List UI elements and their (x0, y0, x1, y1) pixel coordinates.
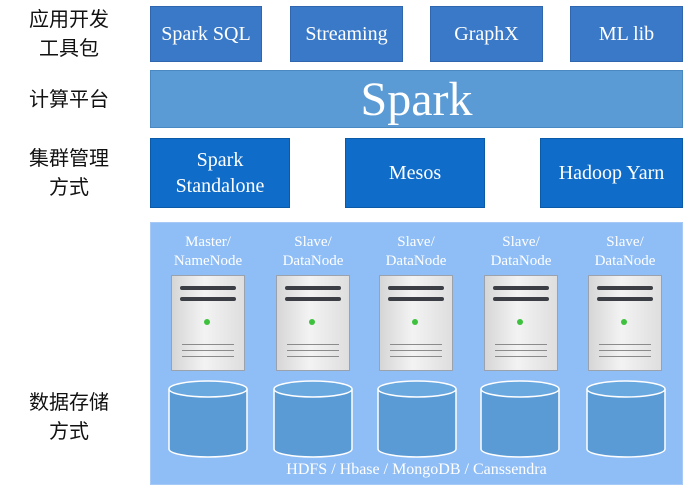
layer-label-compute-line1: 计算平台 (29, 87, 109, 111)
layer-label-storage: 数据存储 方式 (0, 388, 138, 446)
server-icon (276, 275, 350, 371)
database-cylinder-icon (376, 379, 458, 459)
node-label: Slave/ DataNode (376, 233, 456, 271)
node-role: Slave/ (397, 234, 435, 250)
server-icon (171, 275, 245, 371)
cluster-spark-standalone-line2: Standalone (175, 175, 265, 197)
cluster-hadoop-yarn-label: Hadoop Yarn (558, 162, 665, 184)
cluster-spark-standalone-line1: Spark (196, 149, 244, 171)
node-role: Slave/ (502, 234, 540, 250)
node-type: DataNode (490, 253, 552, 269)
layer-label-cluster-line2: 方式 (49, 175, 89, 199)
database-cylinder-icon (167, 379, 249, 459)
node-label: Slave/ DataNode (481, 233, 561, 271)
node-label: Slave/ DataNode (585, 233, 665, 271)
storage-caption: HDFS / Hbase / MongoDB / Canssendra (286, 461, 547, 478)
layer-label-app-dev-line2: 工具包 (39, 36, 99, 60)
layer-label-app-dev: 应用开发 工具包 (0, 5, 138, 63)
layer-label-compute: 计算平台 (0, 85, 138, 114)
node-master: Master/ NameNode (168, 233, 248, 371)
node-label: Slave/ DataNode (273, 233, 353, 271)
layer-label-cluster: 集群管理 方式 (0, 144, 138, 202)
app-tool-mllib: ML lib (570, 6, 683, 62)
layer-label-storage-line1: 数据存储 (29, 390, 109, 414)
node-slave: Slave/ DataNode (585, 233, 665, 371)
platform-spark: Spark (150, 70, 683, 128)
cluster-mesos-label: Mesos (388, 162, 442, 184)
node-role: Slave/ (606, 234, 644, 250)
node-slave: Slave/ DataNode (376, 233, 456, 371)
layer-label-storage-line2: 方式 (49, 419, 89, 443)
storage-panel: Master/ NameNode Slave/ DataNode Slave/ … (150, 222, 683, 485)
node-type: DataNode (594, 253, 656, 269)
server-icon (588, 275, 662, 371)
app-tool-streaming: Streaming (290, 6, 403, 62)
database-cylinder-icon (479, 379, 561, 459)
node-type: DataNode (385, 253, 447, 269)
app-tool-graphx: GraphX (430, 6, 543, 62)
node-type: NameNode (173, 253, 243, 269)
node-role: Slave/ (294, 234, 332, 250)
layer-label-cluster-line1: 集群管理 (29, 146, 109, 170)
node-slave: Slave/ DataNode (481, 233, 561, 371)
node-type: DataNode (282, 253, 344, 269)
app-tool-spark-sql: Spark SQL (150, 6, 262, 62)
node-role: Master/ (185, 234, 231, 250)
server-icon (484, 275, 558, 371)
node-slave: Slave/ DataNode (273, 233, 353, 371)
cluster-mesos: Mesos (345, 138, 485, 208)
database-cylinder-icon (272, 379, 354, 459)
cluster-hadoop-yarn: Hadoop Yarn (540, 138, 683, 208)
cluster-spark-standalone: Spark Standalone (150, 138, 290, 208)
database-cylinder-icon (585, 379, 667, 459)
node-label: Master/ NameNode (168, 233, 248, 271)
server-icon (379, 275, 453, 371)
layer-label-app-dev-line1: 应用开发 (29, 7, 109, 31)
